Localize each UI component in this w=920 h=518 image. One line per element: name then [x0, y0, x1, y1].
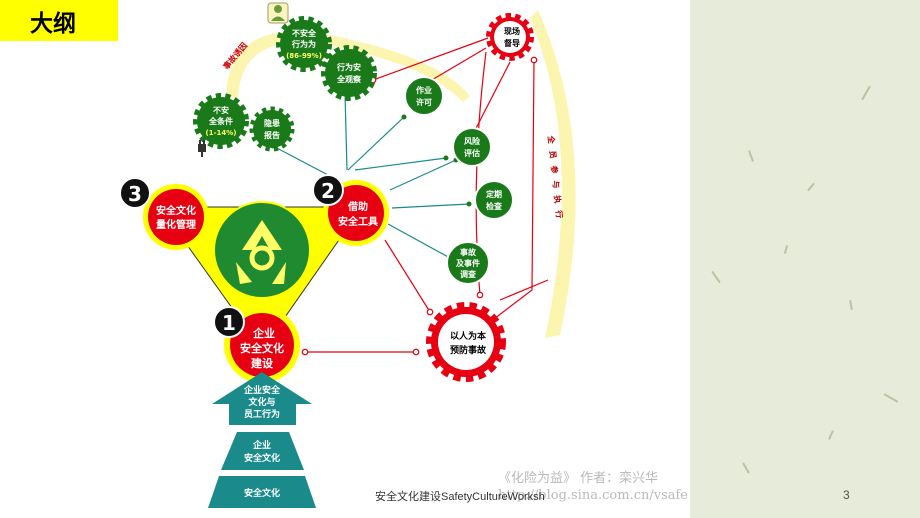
gear-unsafe-behavior: 不安全 行为为 (86-99%): [276, 16, 332, 72]
tool-risk-assessment: 风险 评估: [452, 127, 492, 167]
pyramid-top-arrow: 企业安全 文化与 员工行为: [212, 372, 312, 425]
node-one-line-2: 安全文化: [240, 341, 284, 355]
svg-text:员工行为: 员工行为: [244, 408, 280, 420]
svg-text:1: 1: [222, 311, 236, 335]
svg-text:(86-99%): (86-99%): [286, 52, 322, 60]
slide-title: 大纲: [0, 0, 118, 41]
svg-text:检查: 检查: [486, 201, 503, 211]
gear-people-oriented: 以人为本 预防事故: [426, 302, 506, 382]
tool-accident-investigation: 事故 及事件 调查: [446, 241, 490, 285]
texture-fleck: [827, 430, 835, 440]
svg-text:2: 2: [321, 179, 335, 203]
svg-text:定期: 定期: [485, 189, 502, 199]
svg-text:以人为本: 以人为本: [450, 330, 487, 342]
gear-hazard-report: 隐患 报告: [249, 106, 295, 152]
svg-text:评估: 评估: [464, 148, 480, 158]
svg-text:3: 3: [128, 182, 142, 206]
safety-culture-diagram: 全员参与执行 事故诱因 安全文化 量化管理: [119, 2, 576, 508]
node-one-line-1: 企业: [252, 326, 275, 340]
page-number: 3: [843, 488, 850, 502]
gear-supervision: 现场 督导: [486, 13, 534, 61]
plug-icon: [198, 140, 206, 157]
number-badge-one: 1: [213, 306, 245, 338]
texture-fleck: [711, 270, 721, 284]
participation-band: [530, 10, 576, 338]
svg-text:全观察: 全观察: [336, 74, 362, 84]
svg-text:企业: 企业: [252, 439, 271, 451]
tool-work-permit: 作业 许可: [404, 76, 444, 116]
svg-text:及事件: 及事件: [456, 258, 480, 268]
svg-text:不安: 不安: [213, 105, 229, 115]
green-connectors: [270, 90, 472, 261]
node-three: 安全文化 量化管理: [143, 184, 209, 250]
svg-text:(1-14%): (1-14%): [206, 129, 237, 137]
number-badge-two: 2: [312, 174, 344, 206]
svg-text:安全文化: 安全文化: [244, 487, 280, 499]
svg-text:企业安全: 企业安全: [243, 384, 281, 396]
svg-text:不安全: 不安全: [292, 28, 317, 38]
node-one-line-3: 建设: [251, 356, 274, 370]
tool-periodic-inspection: 定期 检查: [474, 180, 514, 220]
node-two-line-1: 借助: [347, 200, 368, 213]
recycle-icon: [236, 220, 286, 284]
pyramid-middle-tier: 企业 安全文化: [221, 432, 304, 470]
svg-text:风险: 风险: [464, 136, 481, 146]
number-badge-three: 3: [119, 177, 151, 209]
svg-text:隐患: 隐患: [264, 118, 280, 128]
svg-text:全条件: 全条件: [208, 116, 233, 126]
svg-text:督导: 督导: [504, 38, 520, 48]
texture-fleck: [748, 150, 754, 162]
svg-text:预防事故: 预防事故: [450, 344, 487, 356]
svg-text:文化与: 文化与: [247, 396, 275, 408]
texture-fleck: [783, 244, 789, 255]
node-three-line-2: 量化管理: [156, 218, 196, 231]
texture-fleck: [861, 85, 871, 101]
slide-footer: 安全文化建设SafetyCultureWorksh: [375, 491, 545, 503]
svg-text:安全文化: 安全文化: [244, 452, 280, 464]
svg-text:许可: 许可: [416, 97, 432, 107]
texture-fleck: [883, 393, 899, 403]
svg-text:作业: 作业: [416, 85, 432, 95]
svg-text:现场: 现场: [504, 26, 520, 36]
watermark-url: http://blog.sina.com.cn/vsafe: [498, 488, 688, 503]
pyramid-bottom-tier: 安全文化: [208, 476, 316, 508]
svg-text:调查: 调查: [460, 269, 477, 279]
texture-fleck: [807, 182, 815, 192]
slide-background-panel: [690, 0, 920, 518]
red-connectors: [301, 37, 549, 356]
node-three-line-1: 安全文化: [156, 204, 196, 217]
gear-unsafe-condition: 不安 全条件 (1-14%): [193, 93, 249, 149]
svg-text:行为为: 行为为: [291, 39, 316, 49]
watermark: 《化险为益》 作者：栾兴华 http://blog.sina.com.cn/vs…: [498, 470, 688, 504]
svg-text:报告: 报告: [264, 130, 280, 140]
watermark-author: 《化险为益》 作者：栾兴华: [498, 471, 659, 486]
svg-text:事故: 事故: [460, 247, 477, 257]
person-icon: [267, 2, 289, 24]
texture-fleck: [742, 462, 750, 474]
node-two-line-2: 安全工具: [338, 215, 378, 228]
texture-fleck: [849, 299, 853, 311]
svg-text:行为安: 行为安: [336, 62, 361, 72]
gear-behavior-observation: 行为安 全观察: [321, 45, 377, 101]
